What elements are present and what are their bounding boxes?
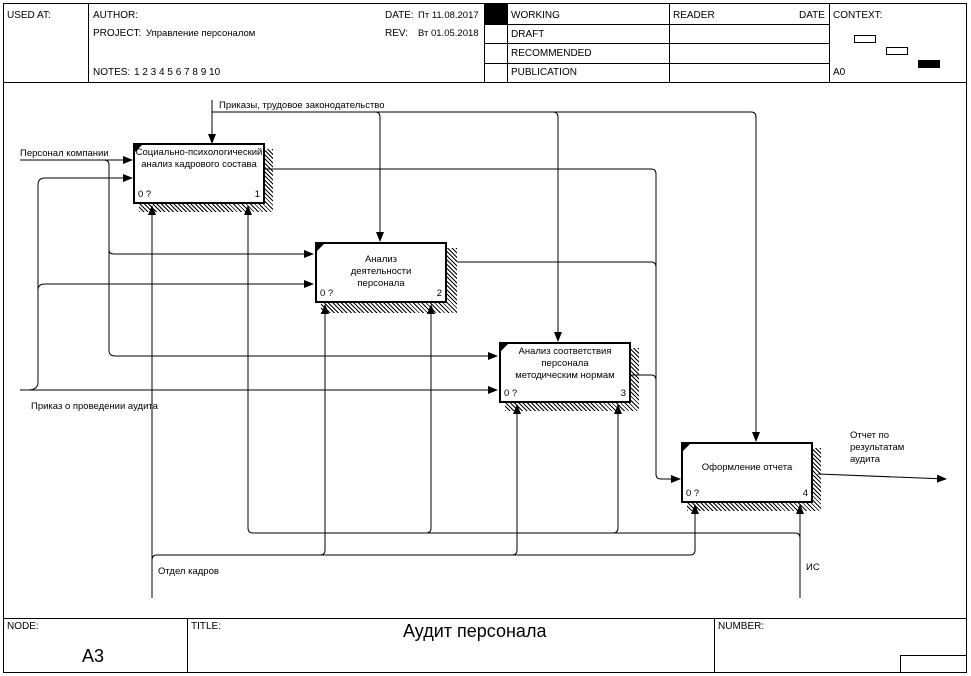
activity-box-2-label: Анализ деятельности персонала	[350, 254, 412, 289]
output-box1-arrow	[265, 168, 681, 483]
activity-box-2[interactable]: Анализ деятельности персонала 0 ? 2	[315, 242, 447, 303]
activity-box-1-cost: 0 ?	[138, 189, 152, 200]
activity-box-3-label: Анализ соответствия персонала методическ…	[515, 346, 615, 381]
status-working: WORKING	[511, 10, 560, 21]
rev-value: Вт 01.05.2018	[418, 28, 479, 39]
context-box-current	[918, 60, 940, 68]
control-branch	[553, 111, 760, 442]
context-node: A0	[833, 67, 846, 78]
date-value: Пт 11.08.2017	[418, 10, 479, 21]
context-label: CONTEXT:	[833, 10, 883, 21]
box-corner	[317, 244, 324, 251]
header-divider	[484, 3, 485, 82]
header-row-line	[484, 63, 829, 64]
final-output-arrow	[817, 473, 947, 483]
notes-label: NOTES:	[93, 67, 131, 78]
context-box	[886, 47, 908, 55]
input-order-branch	[27, 174, 133, 391]
status-publication: PUBLICATION	[511, 67, 577, 78]
date-label: DATE:	[385, 10, 414, 21]
node-label: NODE:	[7, 621, 39, 632]
activity-box-4-label: Оформление отчета	[701, 462, 793, 473]
input-order-label: Приказ о проведении аудита	[31, 401, 158, 412]
activity-box-4-cost: 0 ?	[686, 488, 700, 499]
mechanism-is-branch	[425, 304, 435, 534]
header-row-line	[484, 24, 829, 25]
activity-box-3-cost: 0 ?	[504, 388, 518, 399]
mechanism-staff-branch	[319, 304, 329, 556]
reader-date-label: DATE	[799, 10, 825, 21]
mechanism-staff-branch	[151, 504, 699, 561]
header-divider	[507, 3, 508, 82]
author-label: AUTHOR:	[93, 10, 138, 21]
notes-value: 1 2 3 4 5 6 7 8 9 10	[134, 67, 221, 78]
activity-box-3[interactable]: Анализ соответствия персонала методическ…	[499, 342, 631, 403]
activity-box-2-number: 2	[436, 288, 442, 299]
activity-box-1-label: Социально-психологический анализ кадрово…	[135, 147, 263, 170]
control-label: Приказы, трудовое законодательство	[219, 100, 385, 111]
diagram-title: Аудит персонала	[403, 621, 547, 641]
context-box	[854, 35, 876, 43]
project-value: Управление персоналом	[146, 28, 256, 39]
box-corner	[501, 344, 508, 351]
header-divider	[829, 3, 830, 82]
input-personnel-branch	[108, 250, 498, 360]
header-divider	[669, 3, 670, 82]
working-status-marker	[485, 4, 507, 24]
output-box3-arrow	[631, 374, 657, 381]
footer-divider	[187, 618, 188, 673]
activity-box-1-number: 1	[254, 189, 260, 200]
project-label: PROJECT:	[93, 28, 142, 39]
activity-box-1[interactable]: Социально-психологический анализ кадрово…	[133, 143, 265, 204]
node-value: A3	[82, 646, 105, 666]
number-label: NUMBER:	[718, 621, 765, 632]
idef0-frame	[3, 3, 967, 673]
output-box2-arrow	[457, 261, 657, 268]
rev-label: REV:	[385, 28, 408, 39]
header-divider	[88, 3, 89, 82]
input-order-branch	[37, 280, 314, 291]
mechanism-is-label: ИС	[806, 562, 820, 573]
status-draft: DRAFT	[511, 29, 545, 40]
box-corner	[683, 444, 690, 451]
activity-box-2-cost: 0 ?	[320, 288, 334, 299]
activity-box-4-number: 4	[802, 488, 808, 499]
footer-divider	[714, 618, 715, 673]
used-at-label: USED AT:	[7, 10, 51, 21]
title-label: TITLE:	[191, 621, 222, 632]
header-bottom-border	[3, 82, 967, 83]
status-recommended: RECOMMENDED	[511, 48, 592, 59]
activity-box-3-number: 3	[620, 388, 626, 399]
input-personnel-label: Персонал компании	[20, 148, 109, 159]
mechanism-staff-label: Отдел кадров	[158, 566, 219, 577]
activity-box-4[interactable]: Оформление отчета 0 ? 4	[681, 442, 813, 503]
output-label: Отчет по результатам аудита	[850, 430, 905, 465]
mechanism-staff-branch	[511, 404, 521, 556]
box-corner	[135, 145, 142, 152]
mechanism-is-branch	[612, 404, 622, 534]
footer-top-border	[3, 618, 967, 619]
header-row-line	[484, 43, 829, 44]
page-number-box	[900, 655, 966, 672]
reader-label: READER	[673, 10, 715, 21]
mechanism-is-branch	[244, 205, 801, 539]
